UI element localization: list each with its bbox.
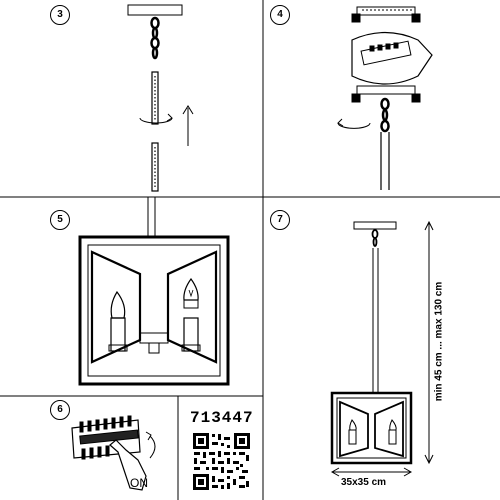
rod-segment-upper (151, 71, 159, 125)
step-number-3: 3 (50, 5, 70, 25)
canopy-plate (127, 4, 183, 16)
rotate-arrow-icon (139, 117, 173, 124)
lamp-frame-outer (78, 235, 230, 386)
candle-bulb-left (108, 290, 128, 352)
chain (380, 97, 390, 133)
candle-bulb-right (181, 277, 201, 352)
step3-illustration (127, 4, 194, 192)
qr-code-icon (193, 433, 250, 490)
lamp-size-label: 35x35 cm (341, 477, 387, 488)
step-number-6: 6 (50, 400, 70, 420)
up-arrow-icon (182, 105, 194, 146)
height-range-label: min 45 cm ... max 130 cm (433, 281, 445, 402)
hand-pointer-icon (109, 439, 147, 491)
lamp-frame-outer (330, 391, 413, 465)
step-number-7: 7 (270, 210, 290, 230)
step4-illustration (337, 6, 433, 190)
rotate-arrow-icon (149, 435, 156, 459)
canopy-plate (353, 221, 397, 230)
canopy-plate (356, 85, 416, 95)
step5-illustration (78, 197, 230, 386)
width-dimension (330, 467, 413, 477)
step-number-4: 4 (270, 5, 290, 25)
step-number-5: 5 (50, 210, 70, 230)
step7-illustration (330, 220, 434, 477)
mounting-bar (356, 6, 416, 16)
chain (371, 229, 379, 247)
step6-illustration (71, 415, 156, 491)
rotate-arrow-icon (337, 122, 371, 129)
product-code: 713447 (190, 409, 254, 427)
rod-segment-lower (151, 142, 159, 192)
height-dimension (424, 220, 434, 465)
switch-on-label: ON (130, 476, 148, 490)
detail-bubble (351, 31, 433, 85)
chain (150, 16, 160, 60)
